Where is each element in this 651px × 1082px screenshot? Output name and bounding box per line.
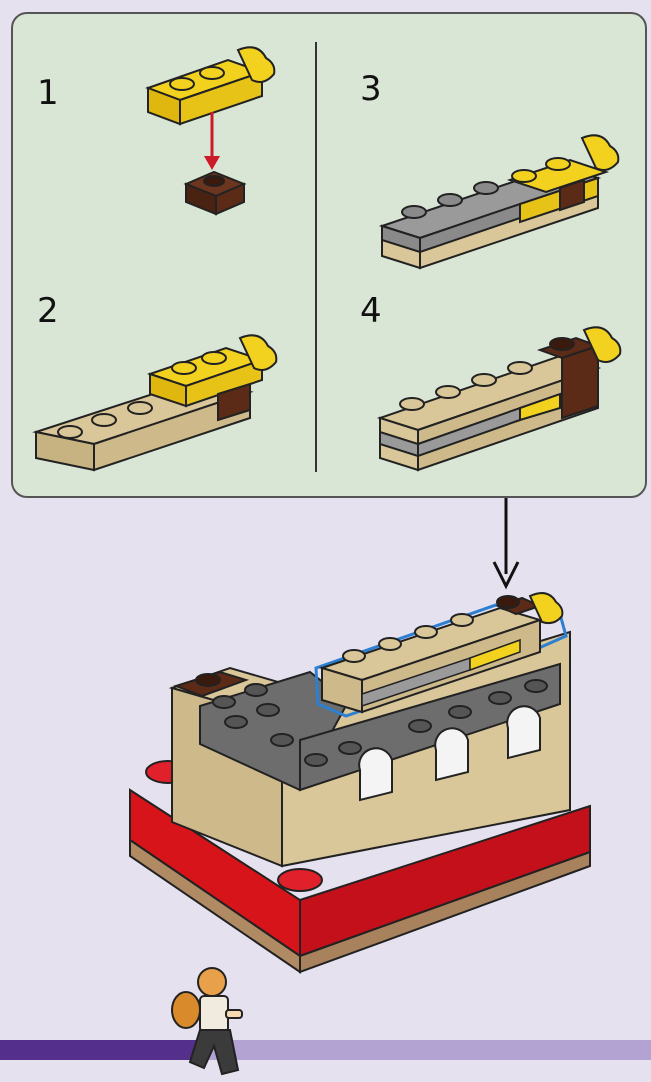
- minifigure-icon: [0, 0, 651, 1082]
